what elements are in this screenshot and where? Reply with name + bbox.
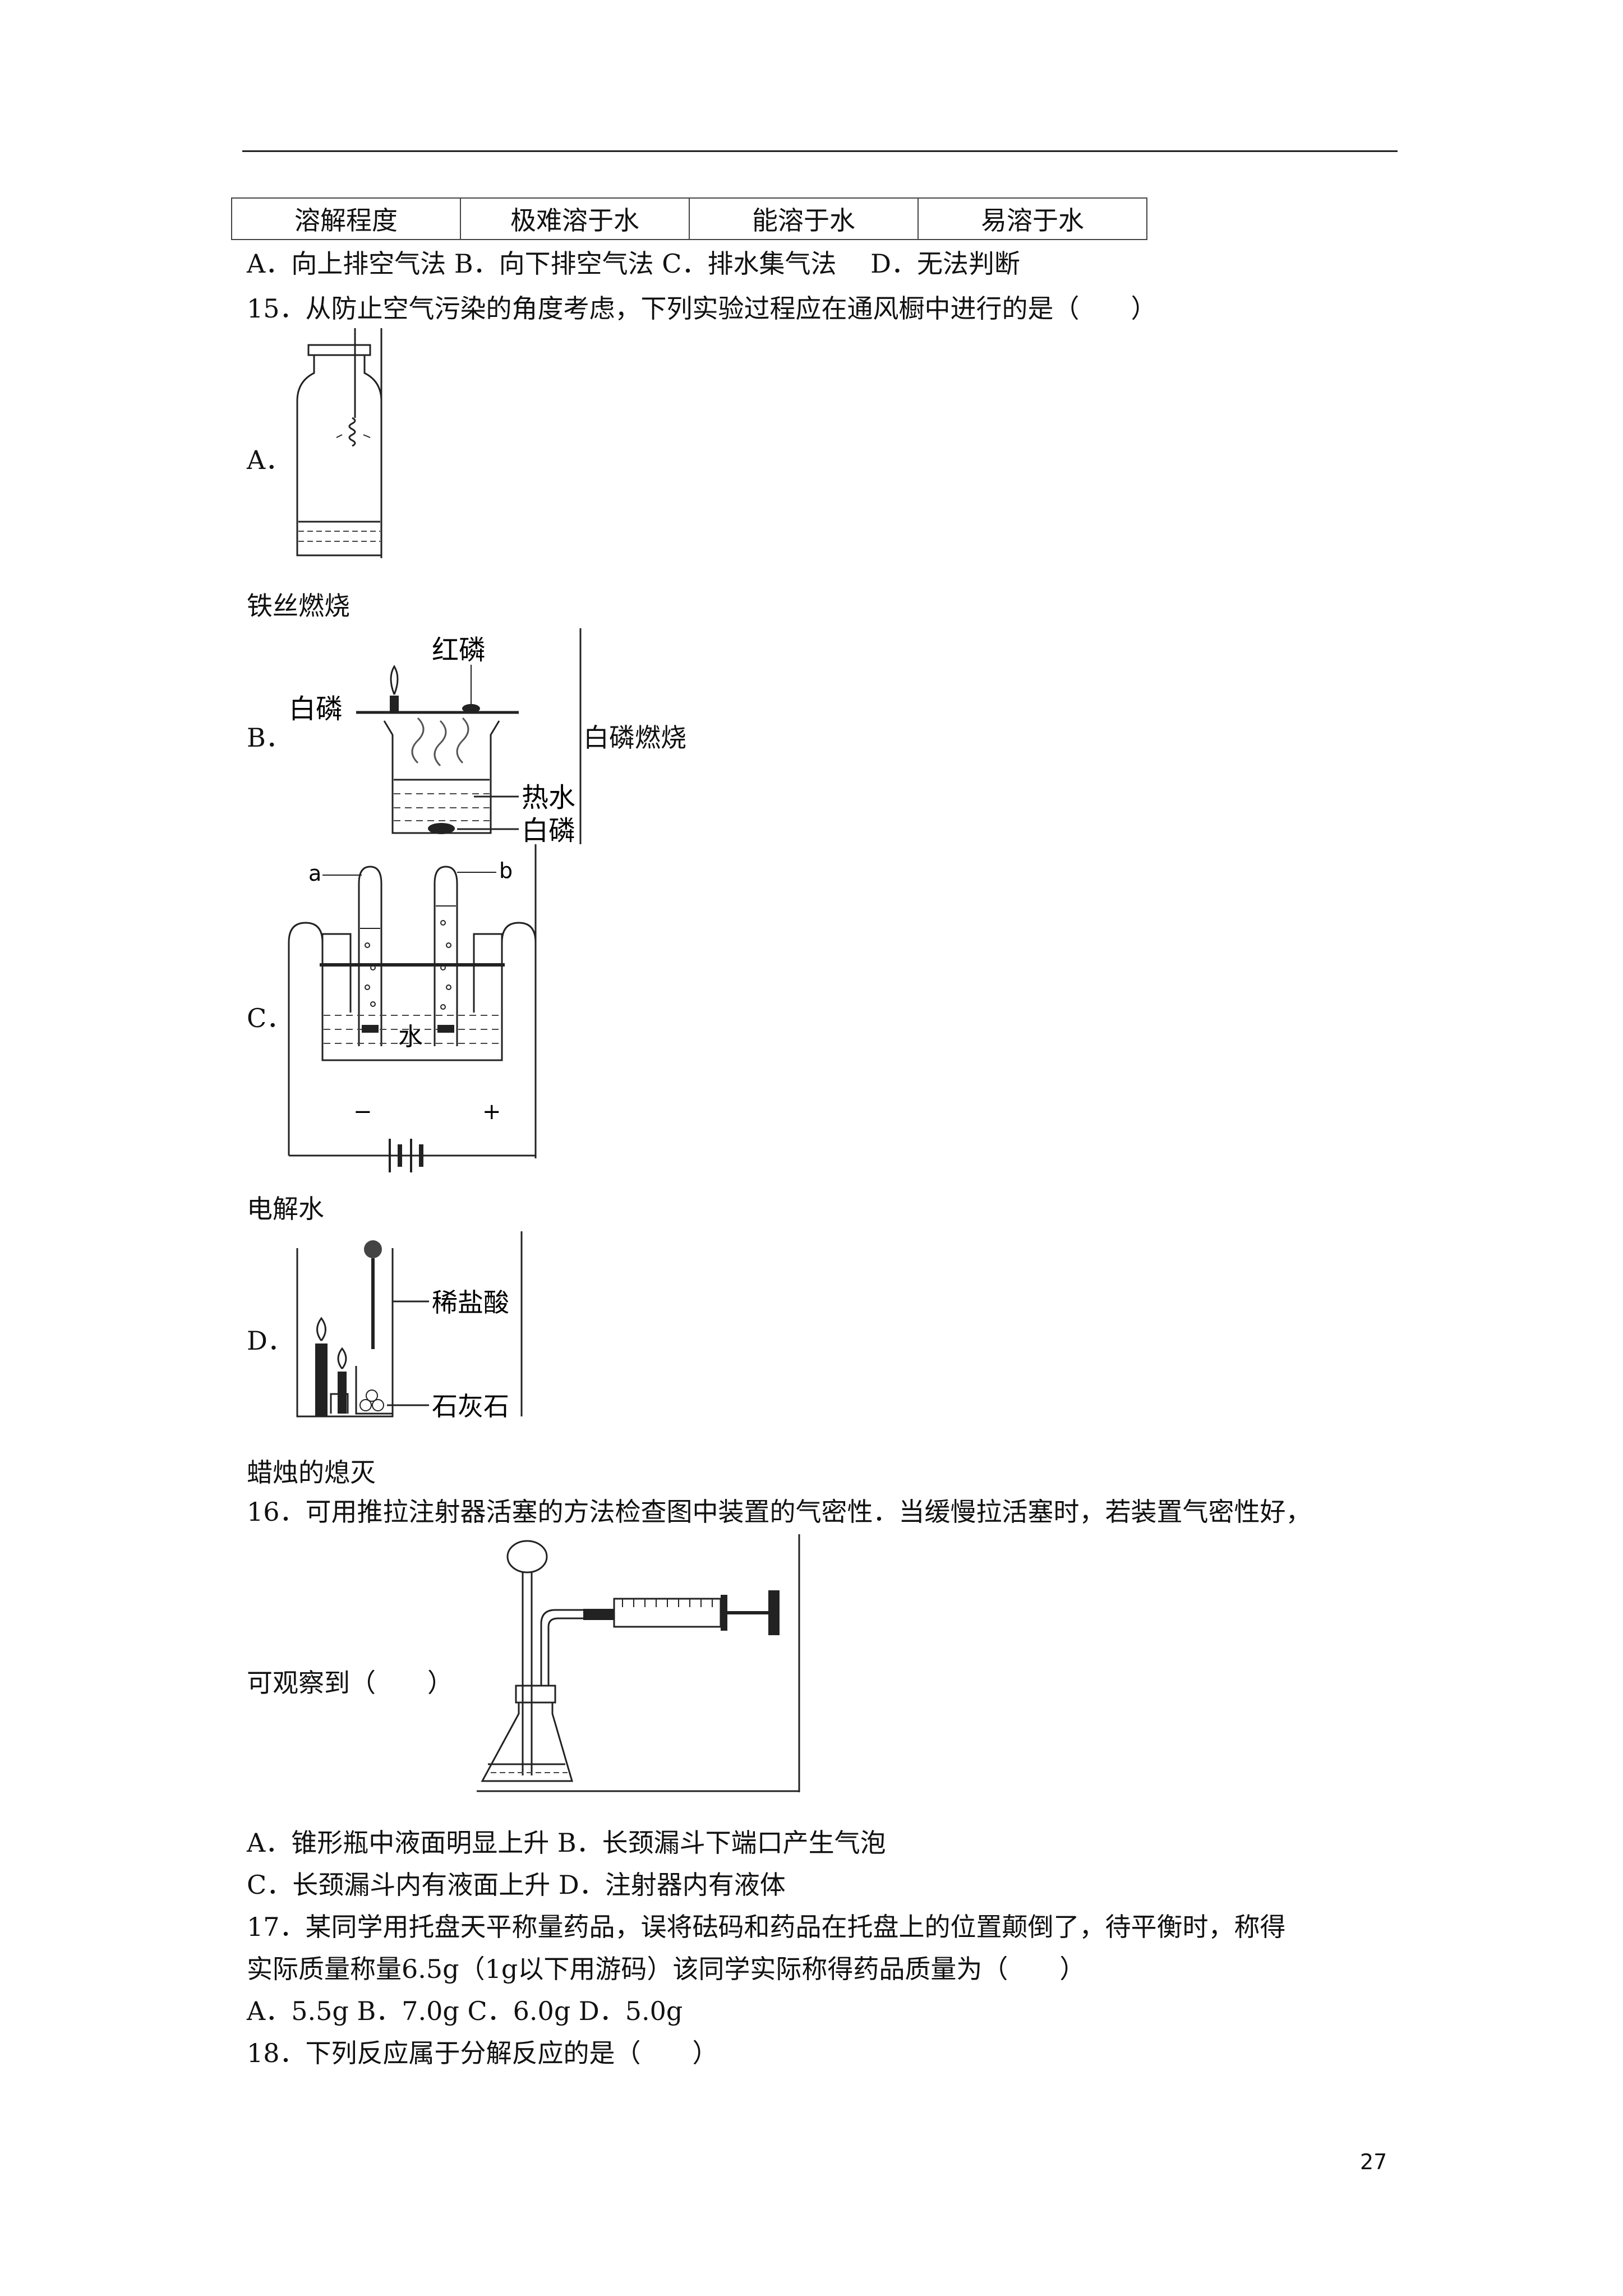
q15-c-caption: 电解水 [247, 1194, 324, 1224]
q16-options-2: C．长颈漏斗内有液面上升 D．注射器内有液体 [247, 1870, 786, 1900]
fig-label-minus: − [353, 1099, 372, 1125]
q14-options: A．向上排空气法 B．向下排空气法 C．排水集气法 D．无法判断 [247, 249, 1020, 279]
iron-wire-figure [296, 328, 382, 558]
q15-b-label: B． [247, 723, 292, 753]
page-number: 27 [1360, 2150, 1387, 2174]
fig-label-water: 水 [398, 1023, 423, 1051]
q17-line-2: 实际质量称量6.5g（1g以下用游码）该同学实际称得药品质量为（ ） [247, 1954, 1086, 1984]
table-cell: 极难溶于水 [460, 197, 690, 240]
fig-label-b: b [499, 858, 513, 883]
fig-label-white-phosphorus-2: 白磷 [522, 815, 575, 846]
q16-stem: 16．可用推拉注射器活塞的方法检查图中装置的气密性．当缓慢拉活塞时，若装置气密性… [247, 1497, 1312, 1527]
fig-label-red-phosphorus: 红磷 [432, 634, 486, 666]
solubility-table: 溶解程度 极难溶于水 能溶于水 易溶于水 [231, 197, 1147, 240]
q16-observe: 可观察到（ ） [247, 1668, 453, 1698]
q15-a-label: A． [247, 445, 292, 475]
q15-a-caption: 铁丝燃烧 [247, 591, 350, 621]
table-cell: 易溶于水 [917, 197, 1147, 240]
table-cell: 能溶于水 [689, 197, 919, 240]
fig-label-dilute-hcl: 稀盐酸 [432, 1287, 509, 1318]
q16-options-1: A．锥形瓶中液面明显上升 B．长颈漏斗下端口产生气泡 [247, 1828, 886, 1858]
fig-label-a: a [308, 861, 321, 886]
q18-stem: 18．下列反应属于分解反应的是（ ） [247, 2038, 718, 2068]
fig-label-hot-water: 热水 [522, 782, 575, 813]
q15-stem: 15．从防止空气污染的角度考虑，下列实验过程应在通风橱中进行的是（ ） [247, 293, 1157, 324]
table-cell: 溶解程度 [231, 197, 461, 240]
syringe-airtightness-figure [477, 1534, 800, 1792]
electrolysis-figure: a b 水 − + [288, 844, 537, 1172]
white-phosphorus-figure: 红磷 白磷 热水 白磷 [289, 628, 582, 846]
q17-options: A．5.5g B．7.0g C．6.0g D．5.0g [247, 1996, 683, 2026]
q15-d-caption: 蜡烛的熄灭 [247, 1457, 376, 1488]
candle-figure: 稀盐酸 石灰石 [296, 1231, 523, 1421]
q15-b-caption: 白磷燃烧 [583, 723, 686, 753]
header-rule [242, 150, 1398, 152]
fig-label-white-phosphorus: 白磷 [289, 693, 343, 725]
fig-label-limestone: 石灰石 [432, 1391, 509, 1421]
fig-label-plus: + [482, 1099, 501, 1125]
q17-line-1: 17．某同学用托盘天平称量药品，误将砝码和药品在托盘上的位置颠倒了，待平衡时，称… [247, 1912, 1286, 1942]
q15-d-label: D． [247, 1326, 293, 1356]
table-row: 溶解程度 极难溶于水 能溶于水 易溶于水 [231, 197, 1147, 240]
q15-c-label: C． [247, 1003, 293, 1033]
